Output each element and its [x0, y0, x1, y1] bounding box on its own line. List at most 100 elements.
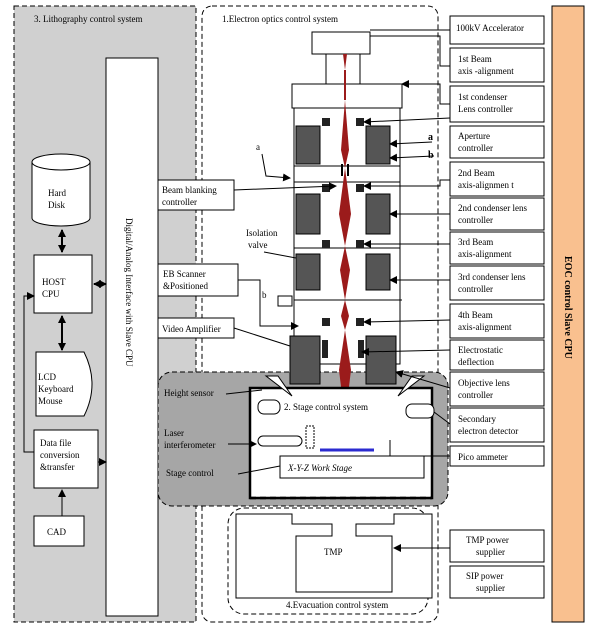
laser-label-1: Laser — [164, 428, 184, 438]
tmp-power-label-1: TMP power — [466, 535, 509, 545]
lens-1-right — [365, 125, 391, 165]
beam-blanking-label-1: Beam blanking — [162, 185, 217, 195]
condenser-3-label-1: 3rd condenser lens — [458, 272, 526, 282]
evacuation-title: 4.Evacuation control system — [286, 600, 388, 610]
eoc-cpu-label: EOC control Slave CPU — [562, 256, 573, 359]
laser-mirror — [305, 425, 315, 449]
lens-2-left — [295, 193, 321, 235]
isolation-valve-label-1: Isolation — [246, 228, 278, 238]
cad-label: CAD — [47, 527, 67, 537]
hard-disk-label-1: Hard — [48, 188, 66, 198]
work-stage-label: X-Y-Z Work Stage — [287, 463, 352, 473]
line-datafile-cpu — [23, 292, 35, 453]
beam-blanking-box — [157, 179, 235, 211]
aperture-label-2: controller — [458, 143, 493, 153]
beam-align-3-box — [449, 231, 545, 265]
condenser-2-label-2: controller — [458, 215, 493, 225]
lcd-monitor-icon — [35, 351, 93, 417]
marker-a-right: a — [428, 132, 433, 143]
condenser-3-label-2: controller — [458, 284, 493, 294]
lcd-label-2: Keyboard — [38, 384, 74, 394]
hard-disk-icon — [31, 153, 91, 227]
beam-align-1-label-1: 1st Beam — [458, 54, 492, 64]
eb-scanner-label-2: &Positioned — [163, 281, 209, 291]
accelerator-box — [449, 15, 545, 45]
objective-box — [449, 371, 545, 407]
objective-lens-left — [289, 335, 321, 385]
host-cpu-label-2: CPU — [42, 289, 60, 299]
lcd-label-1: LCD — [38, 372, 57, 382]
lithography-title: 3. Lithography control system — [34, 14, 142, 24]
condenser-1-label-1: 1st condenser — [458, 92, 507, 102]
marker-a-left: a — [256, 142, 260, 152]
sip-power-label-1: SIP power — [466, 571, 503, 581]
secondary-label-2: electron detector — [458, 426, 518, 436]
electron-optics-panel — [201, 5, 439, 623]
host-cpu-label-1: HOST — [42, 277, 66, 287]
hard-disk-label-2: Disk — [48, 200, 66, 210]
beam-align-2-label-1: 2nd Beam — [458, 168, 495, 178]
evacuation-panel — [227, 507, 429, 615]
electron-beam — [339, 54, 351, 420]
eoc-cpu-box — [551, 5, 585, 623]
secondary-detector-unit — [405, 403, 435, 419]
accelerator-housing — [311, 31, 371, 55]
beam-align-4-label-1: 4th Beam — [458, 310, 493, 320]
secondary-box — [449, 407, 545, 443]
tmp-power-label-2: supplier — [476, 547, 505, 557]
beam-align-3-label-2: axis-alignment — [458, 249, 512, 259]
beam-align-4-label-2: axis-alignment — [458, 322, 512, 332]
cad-box — [33, 515, 85, 547]
objective-lens-right — [365, 335, 397, 385]
data-file-label-1: Data file — [40, 438, 71, 448]
laser-label-2: interferometer — [164, 440, 215, 450]
vacuum-pipe — [235, 513, 433, 599]
interface-box — [105, 57, 159, 617]
electrostatic-label-1: Electrostatic — [458, 345, 503, 355]
lens-3-left — [295, 253, 321, 291]
interface-label: Digital/Analog Interface with Slave CPU — [124, 218, 134, 367]
condenser-2-box — [449, 197, 545, 231]
isolation-valve-label-2: valve — [248, 240, 268, 250]
beam-blanking-label-2: controller — [162, 197, 197, 207]
column-upper — [291, 83, 403, 109]
eb-scanner-label-1: EB Scanner — [163, 269, 206, 279]
host-cpu-box — [33, 254, 93, 314]
lens-3-right — [365, 253, 391, 291]
beam-align-2-label-2: axis-alignmen t — [458, 180, 514, 190]
right-connectors — [361, 29, 451, 552]
stage-control-label: Stage control — [166, 468, 214, 478]
condenser-2-label-1: 2nd condenser lens — [458, 203, 527, 213]
electrostatic-box — [449, 339, 545, 371]
tmp-power-box — [449, 529, 545, 563]
aperture-box — [449, 125, 545, 159]
video-amp-label: Video Amplifier — [162, 324, 221, 334]
marker-b-left: b — [262, 290, 267, 300]
data-file-label-2: conversion — [40, 450, 80, 460]
objective-label-1: Objective lens — [458, 378, 510, 388]
electron-optics-title: 1.Electron optics control system — [222, 14, 338, 24]
right-controllers: 100kV Accelerator 1st Beam axis -alignme… — [449, 15, 545, 599]
lens-2-right — [365, 193, 391, 235]
marker-b-right: b — [428, 150, 434, 161]
beam-align-4-box — [449, 303, 545, 339]
electrostatic-label-2: deflection — [458, 357, 494, 367]
condenser-1-label-2: Lens controller — [458, 104, 513, 114]
tmp-label: TMP — [324, 547, 343, 557]
condenser-1-box — [449, 85, 545, 123]
data-file-label-3: &transfer — [40, 462, 74, 472]
condenser-3-box — [449, 265, 545, 301]
beam-align-1-box — [449, 47, 545, 83]
aperture-label-1: Aperture — [458, 131, 490, 141]
pico-label: Pico ammeter — [458, 452, 508, 462]
beam-align-2-box — [449, 161, 545, 197]
beam-align-3-label-1: 3rd Beam — [458, 237, 493, 247]
lcd-label-3: Mouse — [38, 396, 63, 406]
secondary-label-1: Secondary — [458, 414, 496, 424]
height-sensor-label: Height sensor — [164, 388, 214, 398]
data-file-box — [33, 429, 99, 489]
beam-align-1-label-2: axis -alignment — [458, 66, 514, 76]
laser-unit — [257, 435, 303, 447]
height-sensor-left — [257, 399, 281, 415]
